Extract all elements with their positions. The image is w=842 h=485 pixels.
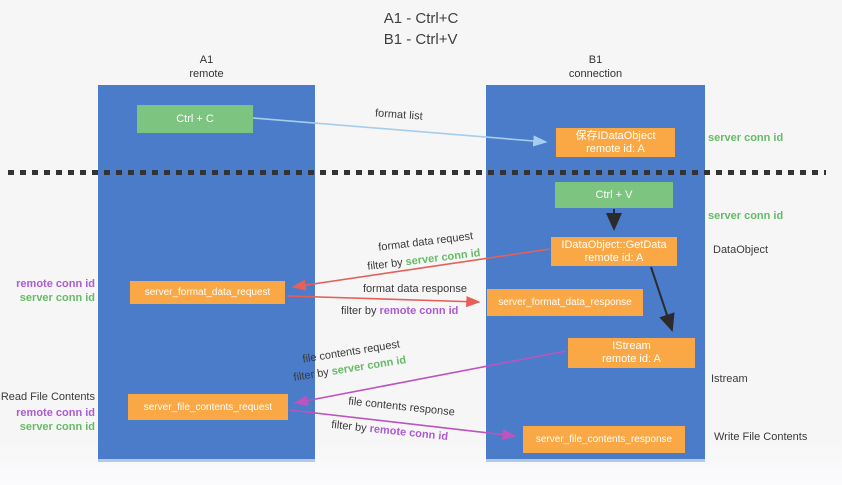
- lane-b1-role: connection: [568, 68, 623, 80]
- arrow-format-data-request: [291, 248, 551, 291]
- node-server-file-contents-response: server_file_contents_response: [523, 426, 685, 453]
- label-filter-by-remote-conn-id-1: filter by remote conn id: [341, 305, 458, 317]
- side-label-server-conn-id-left-1: server conn id: [19, 292, 95, 304]
- node-file-request-label: server_file_contents_request: [143, 401, 273, 413]
- node-istream-remote-id: remote id: A: [602, 353, 661, 365]
- arrow-file-contents-request: [293, 350, 567, 407]
- node-save-idataobject-remote-id: remote id: A: [586, 142, 645, 155]
- arrow-format-data-response: [286, 295, 481, 308]
- lane-header-a1: A1 remote: [98, 53, 315, 81]
- side-label-server-conn-id-left-2: server conn id: [19, 421, 95, 433]
- side-label-istream: Istream: [711, 373, 748, 385]
- node-getdata-remote-id: remote id: A: [584, 251, 644, 264]
- node-server-format-data-request: server_format_data_request: [130, 281, 285, 304]
- arrow-format-list: [252, 117, 548, 147]
- side-label-server-conn-id-top: server conn id: [708, 132, 784, 144]
- title-line-paste: B1 - Ctrl+V: [383, 31, 458, 48]
- dotted-divider-line: [8, 170, 826, 175]
- node-file-response-label: server_file_contents_response: [535, 434, 673, 445]
- arrow-getdata-to-istream: [650, 266, 675, 332]
- side-label-remote-conn-id-left-1: remote conn id: [16, 278, 95, 290]
- node-ctrl-v: Ctrl + V: [555, 182, 673, 208]
- node-server-file-contents-request: server_file_contents_request: [128, 394, 288, 420]
- lane-header-b1: B1 connection: [486, 53, 705, 81]
- lane-a1-role: remote: [189, 68, 224, 80]
- title-line-copy: A1 - Ctrl+C: [383, 10, 459, 27]
- lane-a1-name: A1: [199, 54, 214, 66]
- label-format-data-response: format data response: [363, 283, 467, 295]
- node-ctrl-c: Ctrl + C: [137, 105, 253, 133]
- side-label-remote-conn-id-left-2: remote conn id: [16, 407, 95, 419]
- filter-by-text: filter by: [341, 305, 377, 317]
- side-label-read-file-contents: Read File Contents: [0, 391, 95, 403]
- node-server-format-data-response: server_format_data_response: [487, 289, 643, 316]
- node-istream-title: IStream: [612, 340, 651, 352]
- remote-conn-id-text: remote conn id: [379, 305, 459, 317]
- lane-b1-name: B1: [588, 54, 603, 66]
- side-label-server-conn-id-mid: server conn id: [708, 210, 784, 222]
- diagram-title: A1 - Ctrl+C B1 - Ctrl+V: [0, 8, 842, 50]
- node-istream: IStream remote id: A: [568, 338, 695, 368]
- node-format-response-label: server_format_data_response: [498, 297, 632, 308]
- node-idataobject-getdata: IDataObject::GetData remote id: A: [551, 237, 677, 266]
- node-save-idataobject: 保存IDataObject remote id: A: [556, 128, 675, 157]
- node-save-idataobject-title: 保存IDataObject: [575, 129, 656, 142]
- node-ctrl-c-label: Ctrl + C: [176, 113, 214, 125]
- side-label-dataobject: DataObject: [713, 244, 769, 256]
- side-label-write-file-contents: Write File Contents: [714, 431, 808, 443]
- node-ctrl-v-label: Ctrl + V: [595, 189, 633, 201]
- arrow-file-contents-response: [288, 409, 517, 441]
- node-format-request-label: server_format_data_request: [144, 287, 271, 298]
- node-getdata-title: IDataObject::GetData: [561, 238, 667, 251]
